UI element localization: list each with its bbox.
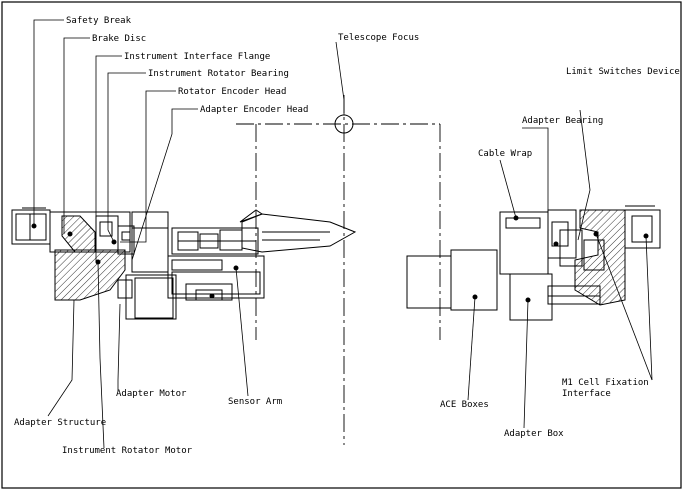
- leader-lines: [33, 19, 653, 449]
- label-adapter-encoder-head: Adapter Encoder Head: [200, 105, 308, 115]
- label-limit-switches-device: Limit Switches Device: [566, 67, 680, 77]
- label-safety-break: Safety Break: [66, 16, 132, 26]
- adapter-structure-section: [54, 249, 126, 301]
- centre-lines: [236, 95, 441, 445]
- label-adapter-bearing: Adapter Bearing: [522, 116, 603, 126]
- sensor-arm-tip: [241, 213, 357, 253]
- label-adapter-box: Adapter Box: [504, 429, 564, 439]
- label-rotator-encoder-head: Rotator Encoder Head: [178, 87, 286, 97]
- label-sensor-arm: Sensor Arm: [228, 397, 282, 407]
- label-adapter-structure: Adapter Structure: [14, 418, 106, 428]
- label-ace-boxes: ACE Boxes: [440, 400, 489, 410]
- label-instrument-rotator-motor: Instrument Rotator Motor: [62, 446, 193, 456]
- label-adapter-motor: Adapter Motor: [116, 389, 187, 399]
- cable-wrap-body: [499, 211, 549, 275]
- left-rotator-assembly: [11, 207, 357, 320]
- label-m1-cell-fixation: M1 Cell Fixation: [562, 378, 649, 388]
- label-instrument-rotator-bearing: Instrument Rotator Bearing: [148, 69, 289, 79]
- label-cable-wrap: Cable Wrap: [478, 149, 532, 159]
- right-adapter-assembly: [406, 205, 661, 321]
- safety-break-body: [11, 209, 51, 245]
- label-instrument-interface-flange: Instrument Interface Flange: [124, 52, 270, 62]
- label-brake-disc: Brake Disc: [92, 34, 146, 44]
- ace-box-2: [450, 249, 498, 311]
- m1-fixation-block: [624, 209, 661, 249]
- label-m1-cell-fixation-interface: Interface: [562, 389, 611, 399]
- ace-box-1: [406, 255, 452, 309]
- label-telescope-focus: Telescope Focus: [338, 33, 419, 43]
- right-structure-section: [574, 209, 626, 306]
- adapter-box-body: [509, 273, 553, 321]
